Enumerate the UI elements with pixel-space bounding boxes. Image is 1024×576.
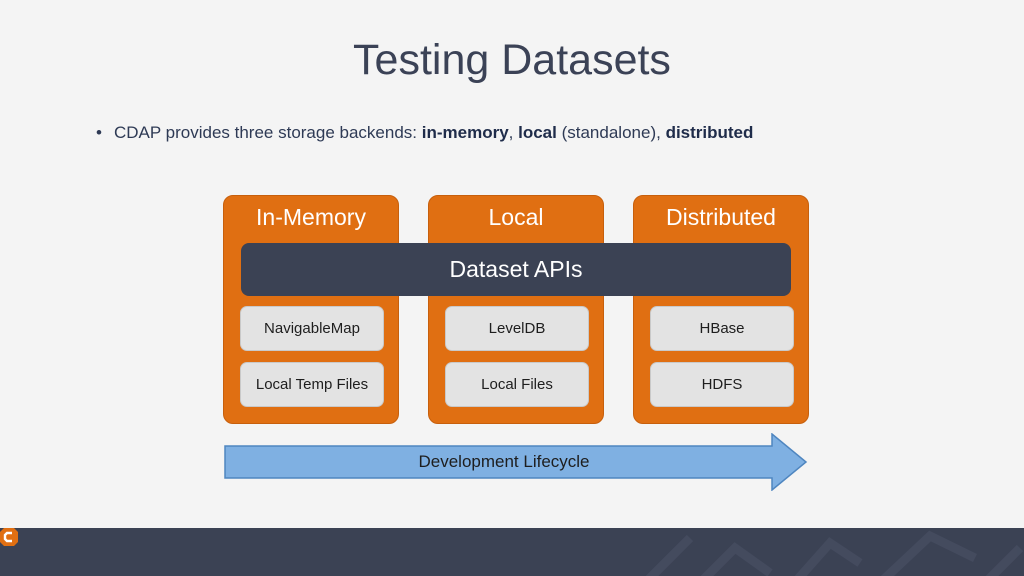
arrow-label: Development Lifecycle — [418, 452, 590, 471]
footer-watermark-icon — [645, 530, 1024, 576]
backend-navigablemap: NavigableMap — [240, 306, 384, 351]
development-lifecycle-arrow: Development Lifecycle — [224, 433, 808, 491]
bullet-dot: • — [96, 123, 102, 142]
slide-title: Testing Datasets — [353, 36, 671, 84]
footer-bar — [0, 528, 1024, 576]
cdap-logo-icon — [0, 528, 18, 546]
column-in-memory: In-Memory NavigableMap Local Temp Files — [223, 195, 399, 424]
column-title-in-memory: In-Memory — [256, 204, 366, 230]
bullet-term-local: local — [518, 123, 557, 142]
column-distributed: Distributed HBase HDFS — [633, 195, 809, 424]
bullet-standalone: (standalone), — [556, 123, 666, 142]
bullet-term-distributed: distributed — [665, 123, 754, 142]
backend-hbase: HBase — [650, 306, 794, 351]
backend-leveldb: LevelDB — [445, 306, 589, 351]
backend-hdfs: HDFS — [650, 362, 794, 407]
bullet-point: • CDAP provides three storage backends: i… — [96, 123, 753, 143]
column-local: Local LevelDB Local Files — [428, 195, 604, 424]
column-title-distributed: Distributed — [666, 204, 776, 230]
backend-local-files: Local Files — [445, 362, 589, 407]
dataset-apis-bar: Dataset APIs — [241, 243, 791, 296]
arrow-right-icon — [224, 433, 808, 491]
backend-local-temp-files: Local Temp Files — [240, 362, 384, 407]
bullet-separator: , — [508, 123, 519, 142]
bullet-term-in-memory: in-memory — [421, 123, 509, 142]
column-title-local: Local — [488, 204, 544, 230]
bullet-intro: CDAP provides three storage backends: — [114, 123, 422, 142]
